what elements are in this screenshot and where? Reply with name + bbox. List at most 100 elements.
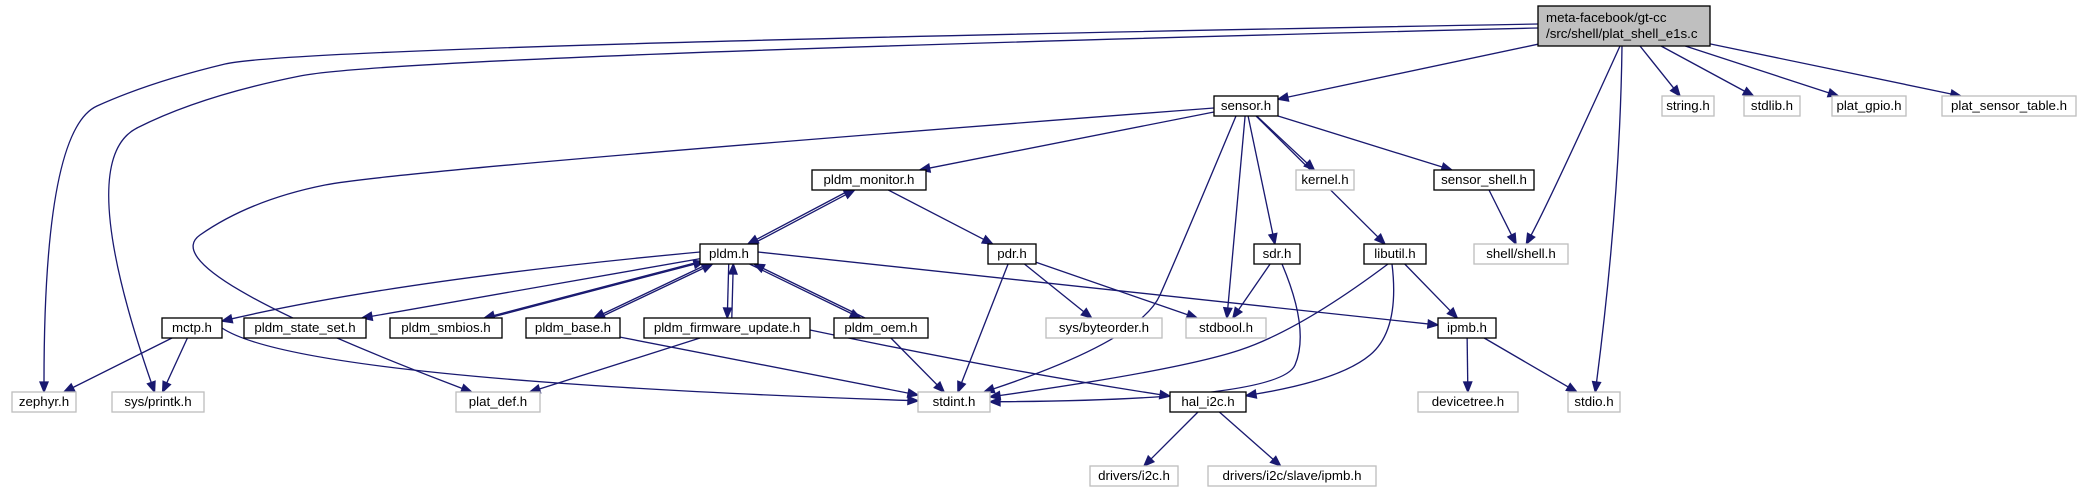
node-label-stdint: stdint.h [933, 394, 976, 409]
node-shell: shell/shell.h [1473, 243, 1569, 265]
node-label-pldm: pldm.h [709, 246, 749, 261]
edge-libutil-to-stdint [999, 263, 1389, 397]
edge-hal_i2c-to-slave_ipmb-arrowhead [1269, 455, 1282, 468]
node-box-plat-def [455, 391, 541, 413]
edge-sensor-to-stdbool-arrowhead [1222, 306, 1233, 320]
node-mctp[interactable]: mctp.h [161, 317, 223, 339]
edge-root-to-string-arrowhead [1669, 84, 1682, 98]
edge-pldm-to-ipmb-arrowhead [1426, 318, 1440, 329]
node-sdr[interactable]: sdr.h [1253, 243, 1301, 265]
node-label-libutil: libutil.h [1374, 246, 1415, 261]
node-label-pdr: pdr.h [997, 246, 1027, 261]
edge-sdr-to-stdint [999, 263, 1301, 403]
edge-ipmb-to-devicetree [1466, 337, 1469, 383]
edge-sensor-to-plat_def [192, 107, 1215, 390]
edge-pldm_oem-to-pldm-arrowhead [752, 263, 766, 274]
node-box-pldm-monitor [811, 169, 927, 191]
node-stdio: stdio.h [1567, 391, 1621, 413]
node-box-sensor-shell [1433, 169, 1535, 191]
edge-libutil-to-ipmb-arrowhead [1446, 306, 1459, 320]
edge-pldm_oem-to-stdint [890, 337, 938, 386]
edge-pldm_oem-to-stdint-arrowhead [933, 380, 946, 394]
node-box-devicetree [1417, 391, 1519, 413]
node-pldm-firmware-update[interactable]: pldm_firmware_update.h [643, 317, 811, 339]
edge-root-to-stdio [1595, 45, 1623, 383]
node-pldm-smbios[interactable]: pldm_smbios.h [389, 317, 503, 339]
node-ipmb[interactable]: ipmb.h [1437, 317, 1497, 339]
edge-pldm_base-to-pldm-arrowhead [700, 263, 715, 274]
edge-pldm-to-pldm_firmware_update [726, 263, 730, 309]
node-box-printk [111, 391, 205, 413]
edge-ipmb-to-stdio [1483, 337, 1569, 388]
edge-libutil-to-hal_i2c-arrowhead [1244, 388, 1258, 399]
edge-pdr-to-stdint [960, 263, 1009, 383]
node-label-devicetree: devicetree.h [1432, 394, 1504, 409]
node-label-plat-sensor-table: plat_sensor_table.h [1951, 98, 2067, 113]
node-box-mctp [161, 317, 223, 339]
node-box-pldm [699, 243, 759, 265]
node-pldm-monitor[interactable]: pldm_monitor.h [811, 169, 927, 191]
node-label-plat-gpio: plat_gpio.h [1836, 98, 1901, 113]
node-label-pldm-smbios: pldm_smbios.h [401, 320, 490, 335]
node-label-pldm-state-set: pldm_state_set.h [254, 320, 355, 335]
node-box-root [1537, 5, 1711, 47]
node-box-kernel [1295, 169, 1355, 191]
edge-sensor-to-libutil-arrowhead [1373, 232, 1387, 246]
edge-pldm_monitor-to-pldm [756, 189, 851, 240]
node-box-libutil [1363, 243, 1427, 265]
node-box-pldm-oem [833, 317, 929, 339]
node-sensor-shell[interactable]: sensor_shell.h [1433, 169, 1535, 191]
node-pdr[interactable]: pdr.h [987, 243, 1037, 265]
edge-pdr-to-byteorder [1024, 263, 1085, 313]
node-sensor[interactable]: sensor.h [1213, 95, 1279, 117]
node-plat-gpio: plat_gpio.h [1831, 95, 1907, 117]
node-pldm-state-set[interactable]: pldm_state_set.h [243, 317, 367, 339]
edge-mctp-to-stdint [221, 327, 909, 402]
edge-pldm-to-pldm_oem [749, 263, 852, 315]
edge-hal_i2c-to-slave_ipmb [1218, 411, 1274, 460]
node-root[interactable]: meta-facebook/gt-cc/src/shell/plat_shell… [1537, 5, 1711, 47]
node-label-root-line-1: meta-facebook/gt-cc [1546, 10, 1667, 25]
edge-sensor-to-stdbool [1227, 115, 1246, 309]
edge-sensor-to-kernel-arrowhead [1303, 159, 1316, 172]
node-box-stdbool [1185, 317, 1267, 339]
node-libutil[interactable]: libutil.h [1363, 243, 1427, 265]
node-pldm-base[interactable]: pldm_base.h [525, 317, 621, 339]
node-box-byteorder [1045, 317, 1163, 339]
node-plat-def: plat_def.h [455, 391, 541, 413]
edge-root-to-zephyr [43, 23, 1539, 383]
node-pldm-oem[interactable]: pldm_oem.h [833, 317, 929, 339]
edge-pldm_firmware_update-to-pldm [731, 273, 734, 319]
edge-pldm_firmware_update-to-plat_def [539, 337, 701, 390]
edge-ipmb-to-devicetree-arrowhead [1462, 381, 1473, 394]
edge-root-to-shell-arrowhead [1525, 232, 1536, 246]
node-box-string [1661, 95, 1715, 117]
edge-mctp-to-printk-arrowhead [161, 380, 172, 394]
node-box-drivers-i2c [1089, 465, 1179, 487]
edge-root-to-shell [1530, 45, 1621, 236]
node-label-drivers-i2c: drivers/i2c.h [1098, 468, 1170, 483]
node-box-pldm-base [525, 317, 621, 339]
node-stdlib: stdlib.h [1743, 95, 1801, 117]
edge-sdr-to-stdint-arrowhead [988, 396, 1001, 407]
edge-sdr-to-stdbool-arrowhead [1231, 306, 1244, 320]
node-box-ipmb [1437, 317, 1497, 339]
edge-pdr-to-stdint-arrowhead [957, 380, 967, 394]
node-label-hal-i2c: hal_i2c.h [1181, 394, 1234, 409]
node-box-pldm-smbios [389, 317, 503, 339]
edge-pdr-to-byteorder-arrowhead [1080, 307, 1093, 320]
node-box-pldm-firmware-update [643, 317, 811, 339]
edge-pldm_monitor-to-pldm-arrowhead [746, 234, 760, 245]
edge-pldm_base-to-pldm [598, 267, 704, 319]
node-slave-ipmb: drivers/i2c/slave/ipmb.h [1207, 465, 1377, 487]
edge-sensor-to-sdr [1247, 115, 1274, 235]
node-hal-i2c[interactable]: hal_i2c.h [1169, 391, 1247, 413]
node-byteorder: sys/byteorder.h [1045, 317, 1163, 339]
edge-sensor-to-sensor_shell [1277, 115, 1443, 168]
node-box-plat-sensor-table [1941, 95, 2077, 117]
edge-root-to-zephyr-arrowhead [39, 381, 49, 394]
node-pldm[interactable]: pldm.h [699, 243, 759, 265]
edge-libutil-to-stdint-arrowhead [988, 390, 1002, 401]
edge-pldm-to-ipmb [757, 251, 1429, 325]
node-label-zephyr: zephyr.h [19, 394, 69, 409]
